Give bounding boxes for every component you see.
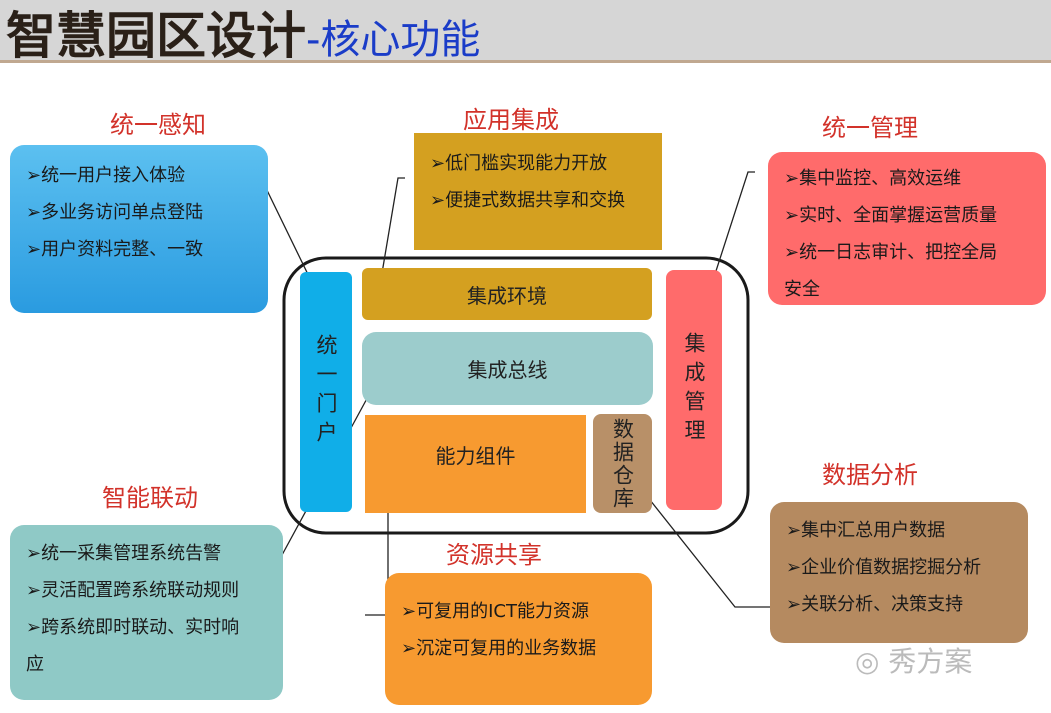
item: 应 <box>26 654 44 675</box>
core-bus: 集成总线 <box>362 332 653 405</box>
item: 安全 <box>784 279 820 300</box>
core-frame <box>282 256 750 535</box>
item: ➢可复用的ICT能力资源 <box>401 601 589 622</box>
core-components: 能力组件 <box>365 415 586 513</box>
item: ➢企业价值数据挖掘分析 <box>786 557 982 578</box>
core-portal-label: 统一门户 <box>314 334 338 450</box>
page-title: 智慧园区设计-核心功能 <box>6 0 480 68</box>
core-warehouse: 数据仓库 <box>593 414 652 513</box>
line-analysis <box>649 499 770 608</box>
item: ➢便捷式数据共享和交换 <box>430 190 626 211</box>
box-sharing: ➢可复用的ICT能力资源 ➢沉淀可复用的业务数据 <box>385 573 652 705</box>
core-warehouse-label: 数据仓库 <box>610 417 635 510</box>
item: ➢关联分析、决策支持 <box>786 594 964 615</box>
label-management: 统一管理 <box>822 114 918 142</box>
label-integration: 应用集成 <box>463 106 559 134</box>
line-integration <box>379 177 405 286</box>
line-management <box>704 171 755 306</box>
title-main: 智慧园区设计 <box>6 7 306 65</box>
label-perception: 统一感知 <box>110 111 206 139</box>
item: ➢统一日志审计、把控全局 <box>784 242 998 263</box>
core-portal: 统一门户 <box>300 272 352 512</box>
watermark-text: 秀方案 <box>888 645 973 678</box>
label-sharing: 资源共享 <box>446 541 542 569</box>
item: ➢沉淀可复用的业务数据 <box>401 638 597 659</box>
header-bar <box>0 0 1051 63</box>
item: ➢实时、全面掌握运营质量 <box>784 205 998 226</box>
item: ➢灵活配置跨系统联动规则 <box>26 580 240 601</box>
box-perception: ➢统一用户接入体验 ➢多业务访问单点登陆 ➢用户资料完整、一致 <box>10 145 268 313</box>
item: ➢跨系统即时联动、实时响 <box>26 617 240 638</box>
wechat-icon: ◎ <box>855 645 889 678</box>
item: ➢多业务访问单点登陆 <box>26 202 204 223</box>
item: ➢低门槛实现能力开放 <box>430 153 608 174</box>
box-linkage: ➢统一采集管理系统告警 ➢灵活配置跨系统联动规则 ➢跨系统即时联动、实时响 应 <box>10 525 283 700</box>
core-env: 集成环境 <box>362 268 652 320</box>
box-management: ➢集中监控、高效运维 ➢实时、全面掌握运营质量 ➢统一日志审计、把控全局 安全 <box>768 152 1046 305</box>
core-bus-label: 集成总线 <box>467 358 548 382</box>
box-analysis: ➢集中汇总用户数据 ➢企业价值数据挖掘分析 ➢关联分析、决策支持 <box>770 502 1028 643</box>
core-components-label: 能力组件 <box>435 443 516 468</box>
item: ➢集中监控、高效运维 <box>784 168 962 189</box>
label-linkage: 智能联动 <box>102 484 198 512</box>
title-sub: -核心功能 <box>306 17 481 63</box>
core-mgmt: 集成管理 <box>666 270 722 510</box>
box-integration: ➢低门槛实现能力开放 ➢便捷式数据共享和交换 <box>414 133 662 250</box>
item: ➢用户资料完整、一致 <box>26 239 204 260</box>
core-env-label: 集成环境 <box>467 283 547 308</box>
core-mgmt-label: 集成管理 <box>682 332 706 448</box>
item: ➢统一用户接入体验 <box>26 165 186 186</box>
item: ➢统一采集管理系统告警 <box>26 543 222 564</box>
label-analysis: 数据分析 <box>822 461 918 489</box>
item: ➢集中汇总用户数据 <box>786 520 946 541</box>
watermark: ◎ 秀方案 <box>855 640 972 680</box>
